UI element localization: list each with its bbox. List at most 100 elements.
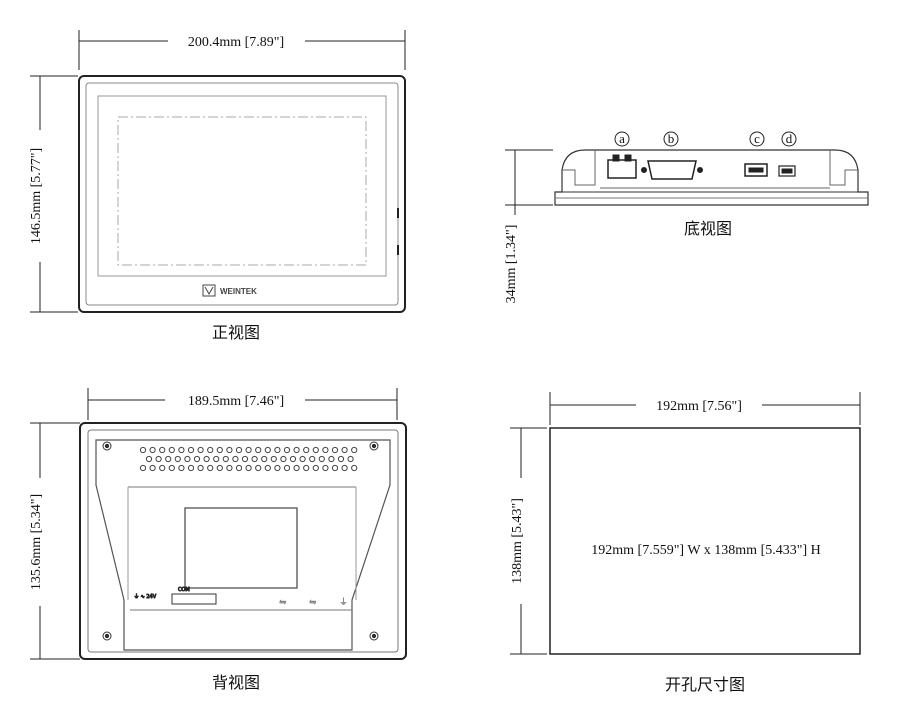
- vent-hole: [168, 446, 175, 454]
- usb-symbol-icon: ⇋: [279, 597, 287, 607]
- port-a-power-terminal: [607, 159, 637, 179]
- weintek-logo: [202, 284, 216, 297]
- vent-hole: [187, 446, 195, 454]
- com-label-icon: COM: [178, 587, 190, 593]
- vent-hole: [280, 455, 287, 463]
- vent-hole: [235, 446, 243, 454]
- vent-hole: [347, 455, 354, 463]
- vent-hole: [283, 464, 291, 472]
- brand-label: WEINTEK: [220, 287, 257, 296]
- port-d-letter: d: [786, 131, 793, 146]
- vent-hole: [197, 464, 204, 472]
- vent-hole: [351, 464, 358, 472]
- ventilation-holes: [139, 446, 358, 472]
- vent-hole: [322, 464, 329, 472]
- cutout-size-text: 192mm [7.559"] W x 138mm [5.433"] H: [591, 543, 820, 558]
- vent-hole: [283, 446, 291, 454]
- vent-hole: [293, 446, 300, 454]
- vent-hole: [293, 464, 300, 472]
- vent-hole: [213, 455, 220, 463]
- vent-hole: [235, 464, 243, 472]
- vent-hole: [289, 455, 297, 463]
- vent-hole: [203, 455, 210, 463]
- port-c-usb: [744, 163, 768, 177]
- vent-hole: [270, 455, 277, 463]
- vent-hole: [216, 446, 223, 454]
- back-bezel: [79, 422, 407, 660]
- vent-hole: [232, 455, 239, 463]
- vent-hole: [299, 455, 306, 463]
- vent-hole: [187, 464, 195, 472]
- label-plate: [184, 507, 298, 589]
- vent-hole: [328, 455, 335, 463]
- back-view-caption: 背视图: [212, 673, 260, 692]
- vent-hole: [184, 455, 191, 463]
- vent-hole: [159, 446, 166, 454]
- vent-hole: [139, 464, 147, 472]
- front-view: [30, 30, 406, 313]
- vent-hole: [341, 464, 348, 472]
- cutout-outline: [549, 427, 861, 655]
- cutout-height-label: 138mm [5.43"]: [510, 498, 525, 584]
- vent-hole: [155, 455, 162, 463]
- vent-hole: [178, 464, 185, 472]
- bottom-view-caption: 底视图: [684, 219, 732, 238]
- back-view: ⏚ ∿ 24V COM ⇋ ⇋ ⏚: [30, 388, 407, 660]
- vent-hole: [331, 464, 339, 472]
- cutout-view-caption: 开孔尺寸图: [665, 675, 745, 694]
- vent-hole: [168, 464, 175, 472]
- vent-hole: [341, 446, 348, 454]
- vent-hole: [159, 464, 166, 472]
- vent-hole: [207, 446, 214, 454]
- vent-hole: [245, 446, 252, 454]
- vent-hole: [318, 455, 325, 463]
- vent-hole: [303, 464, 310, 472]
- port-d-marker: [781, 131, 797, 147]
- vent-hole: [197, 446, 204, 454]
- cutout-view: [510, 392, 861, 655]
- vent-hole: [241, 455, 249, 463]
- vent-hole: [351, 446, 358, 454]
- bottom-view: [505, 131, 869, 215]
- vent-hole: [312, 446, 319, 454]
- vent-hole: [322, 446, 329, 454]
- vent-hole: [264, 464, 271, 472]
- vent-hole: [216, 464, 223, 472]
- vent-hole: [337, 455, 345, 463]
- front-bezel: [78, 75, 406, 313]
- mounting-screws: [102, 441, 379, 641]
- vent-hole: [261, 455, 268, 463]
- vent-hole: [303, 446, 310, 454]
- front-view-caption: 正视图: [212, 323, 260, 342]
- vent-hole: [274, 446, 281, 454]
- display-area: [117, 116, 367, 266]
- vent-hole: [255, 464, 262, 472]
- vent-hole: [149, 464, 156, 472]
- vent-hole: [255, 446, 262, 454]
- port-c-marker: [749, 131, 765, 147]
- vent-hole: [193, 455, 201, 463]
- vent-hole: [331, 446, 339, 454]
- vent-hole: [226, 464, 233, 472]
- vent-hole: [145, 455, 153, 463]
- cutout-width-label: 192mm [7.56"]: [656, 399, 742, 414]
- vent-hole: [312, 464, 319, 472]
- vent-hole: [207, 464, 214, 472]
- vent-hole: [222, 455, 229, 463]
- port-b-serial-db9: [647, 160, 697, 180]
- port-b-marker: [663, 131, 679, 147]
- vent-hole: [174, 455, 181, 463]
- vent-hole: [165, 455, 172, 463]
- back-height-label: 135.6mm [5.34"]: [29, 494, 44, 590]
- vent-hole: [274, 464, 281, 472]
- port-c-letter: c: [754, 131, 760, 146]
- vent-hole: [245, 464, 252, 472]
- power-label-icon: ⏚ ∿ 24V: [134, 593, 157, 600]
- vent-hole: [251, 455, 258, 463]
- vent-hole: [139, 446, 147, 454]
- depth-label: 34mm [1.34"]: [504, 225, 519, 304]
- ground-symbol-icon: ⏚: [339, 597, 348, 607]
- port-a-marker: [614, 131, 630, 147]
- port-d-mini-usb: [778, 165, 796, 177]
